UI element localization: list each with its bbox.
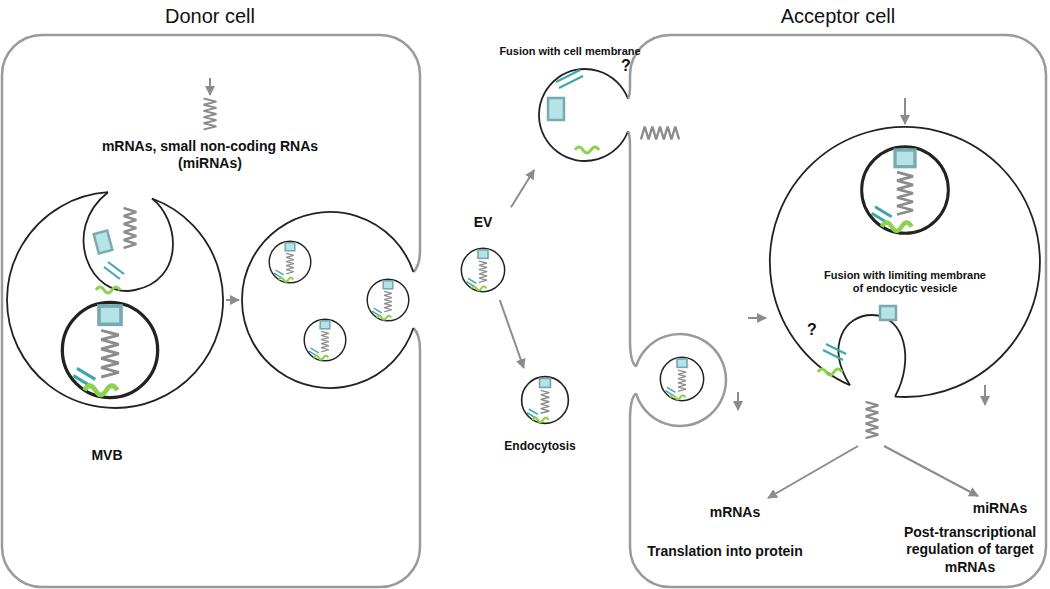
- mvb-membrane: [7, 192, 223, 408]
- protein: [880, 306, 896, 320]
- arrow: [226, 299, 239, 301]
- arrow: [737, 392, 739, 410]
- arrow: [209, 78, 211, 95]
- node-label: Acceptor cell: [728, 4, 948, 28]
- membrane-gap: [412, 250, 426, 350]
- rna-spring: [641, 127, 679, 140]
- endocytic-bud: [636, 334, 726, 426]
- connector-arrow: [511, 170, 534, 207]
- rna-spring: [124, 208, 137, 248]
- vesicle: EV: [455, 205, 511, 300]
- node-label: Fusion with cell membrane: [490, 45, 650, 58]
- node-label: EV: [463, 214, 503, 231]
- cargo-label: mRNAs, small non-coding RNAs (miRNAs): [90, 138, 330, 172]
- arrow: [884, 446, 978, 496]
- arrow: [904, 98, 906, 124]
- donor-membrane: [2, 35, 420, 587]
- question-mark: ?: [616, 56, 636, 75]
- arrow: [748, 317, 766, 319]
- fusing-vesicle: [839, 315, 906, 397]
- vesicle: Endocytosis: [485, 368, 595, 460]
- mvb-membrane: [242, 212, 413, 388]
- node-label: Endocytosis: [490, 439, 590, 453]
- mirna: [818, 369, 842, 375]
- intraluminal-vesicle: [62, 302, 157, 397]
- intraluminal-vesicle: [367, 279, 409, 321]
- lipid: [556, 70, 583, 88]
- lipid: [823, 344, 846, 360]
- extracellular-vesicle: [660, 357, 703, 400]
- intraluminal-vesicle: [269, 241, 311, 283]
- endocytic-vesicle: [770, 127, 1040, 397]
- node-label: Donor cell: [100, 4, 320, 28]
- intraluminal-vesicle: [304, 319, 346, 361]
- acceptor-membrane: [630, 35, 1046, 587]
- membrane-fusion: [413, 250, 420, 350]
- arrow: [768, 446, 858, 498]
- membrane-fusion: [628, 85, 630, 147]
- fusing-vesicle: [539, 69, 628, 161]
- mirna: [575, 147, 599, 153]
- lipid: [104, 262, 124, 279]
- node-label: Fusion with limiting membrane of endocyt…: [819, 269, 991, 295]
- connector-arrow: [500, 300, 524, 368]
- outcome-label: Translation into protein: [625, 543, 825, 561]
- budding-vesicle: [84, 192, 173, 291]
- membrane-fusion: [630, 340, 636, 420]
- rna-label: mRNAs: [695, 504, 775, 521]
- endocytic-vesicle: Fusion with limiting membrane of endocyt…: [768, 122, 1044, 412]
- mirna: [96, 287, 120, 293]
- node-label: MVB: [72, 447, 142, 464]
- arrow: [984, 385, 986, 405]
- extracellular-vesicle: [461, 248, 504, 291]
- question-mark: ?: [802, 320, 822, 339]
- rna-spring: [866, 402, 879, 438]
- membrane-gap: [624, 340, 636, 420]
- rna-label: miRNAs: [965, 500, 1035, 517]
- extracellular-vesicle: [522, 377, 569, 424]
- rna-spring: [204, 99, 217, 130]
- mvb: MVB: [5, 188, 230, 478]
- cell: Donor cellMVB: [2, 35, 420, 587]
- outcome-label: Post-transcriptional regulation of targe…: [897, 524, 1043, 577]
- protein: [548, 98, 564, 120]
- intraluminal-vesicle: [862, 147, 949, 234]
- protein: [94, 231, 113, 254]
